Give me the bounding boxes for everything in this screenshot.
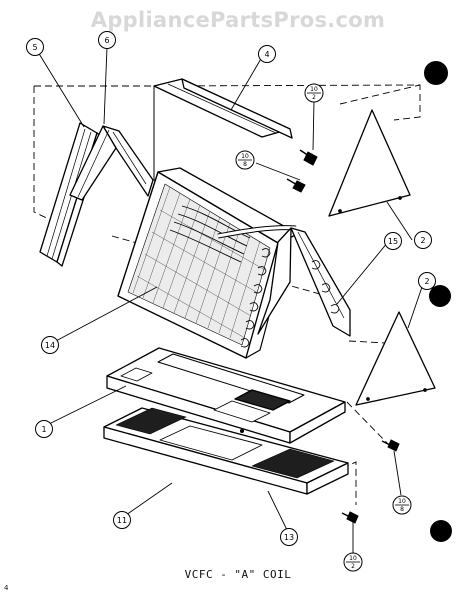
svg-text:8: 8 [400,506,404,513]
callout-6: 6 [98,31,116,49]
svg-text:2: 2 [424,277,429,286]
screw-1 [299,149,318,166]
diagram-caption: VCFC - "A" COIL [184,568,292,581]
fraction-callout-2: 10 8 [235,150,255,170]
callout-11: 11 [113,511,131,529]
registration-dot-middle [429,285,451,307]
fraction-callout-4: 10 2 [343,552,363,572]
callout-15: 15 [384,232,402,250]
callout-13: 13 [280,528,298,546]
watermark: AppliancePartsPros.com [90,8,386,32]
svg-text:8: 8 [243,161,247,168]
corner-mark: 4 [4,584,9,592]
part-1-drain-frame [106,347,346,444]
screw-group [286,149,400,524]
svg-text:10: 10 [241,153,249,160]
callout-1: 1 [35,420,53,438]
callout-14: 14 [41,336,59,354]
callout-2-lower: 2 [418,272,436,290]
svg-text:5: 5 [32,43,37,52]
svg-text:15: 15 [388,237,398,246]
svg-text:2: 2 [420,236,425,245]
svg-text:11: 11 [117,516,127,525]
svg-text:2: 2 [312,94,316,101]
part-2-end-plate-lower [355,311,436,406]
fraction-callout-1: 10 2 [304,83,324,103]
part-6-delta-plate [69,125,154,201]
leader-lines [37,46,424,553]
part-4-top-cover [153,78,293,206]
part-11-filter-base [103,407,349,495]
part-2-end-plate-upper [328,109,411,217]
svg-text:4: 4 [264,50,269,59]
svg-text:6: 6 [104,36,109,45]
part-14-a-coil [117,167,299,359]
svg-text:10: 10 [398,498,406,505]
svg-text:1: 1 [41,425,46,434]
svg-text:14: 14 [45,341,55,350]
svg-text:10: 10 [310,86,318,93]
part-15-delta-plate [240,227,351,348]
svg-text:2: 2 [351,563,355,570]
screw-4 [341,511,359,524]
registration-dot-top [424,61,448,85]
callout-5: 5 [26,38,44,56]
screw-3 [381,439,400,452]
fraction-callout-3: 10 8 [392,495,412,515]
callout-2-upper: 2 [414,231,432,249]
screw-2 [286,178,306,193]
svg-text:10: 10 [349,555,357,562]
registration-dot-bottom [430,520,452,542]
svg-text:13: 13 [284,533,294,542]
callout-4: 4 [258,45,276,63]
